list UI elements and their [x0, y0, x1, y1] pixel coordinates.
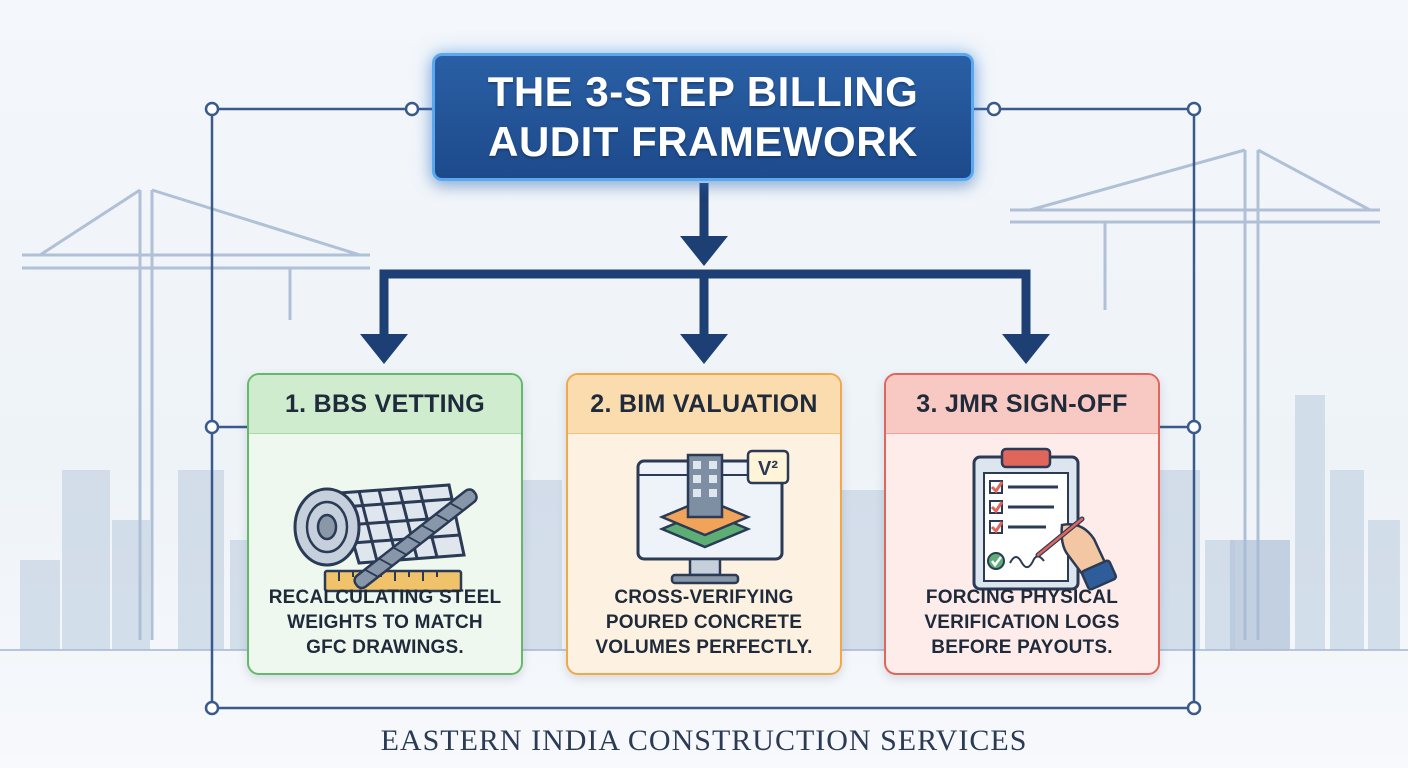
- step-heading: 2. BIM VALUATION: [568, 375, 840, 434]
- title-line-2: AUDIT FRAMEWORK: [488, 118, 918, 165]
- step-heading: 1. BBS VETTING: [249, 375, 521, 434]
- description-line: RECALCULATING STEEL: [268, 587, 502, 608]
- description-line: CROSS-VERIFYING: [614, 587, 794, 608]
- title-line-1: THE 3-STEP BILLING: [487, 68, 919, 115]
- description-line: GFC DRAWINGS.: [306, 637, 464, 658]
- volume-badge-label: V²: [758, 458, 778, 480]
- step-card-bbs-vetting: 1. BBS VETTING: [247, 373, 523, 675]
- framework-title-banner: THE 3-STEP BILLING AUDIT FRAMEWORK: [432, 53, 974, 181]
- bim-model-monitor-icon: V²: [636, 449, 790, 585]
- description-line: VOLUMES PERFECTLY.: [595, 637, 813, 658]
- clipboard-signature-icon: [972, 447, 1118, 591]
- step-heading: 3. JMR SIGN-OFF: [886, 375, 1158, 434]
- description-line: POURED CONCRETE: [605, 612, 803, 633]
- step-card-bim-valuation: 2. BIM VALUATION V² CROSS-VERIFYING POUR…: [566, 373, 842, 675]
- rebar-mesh-ruler-icon: [293, 483, 478, 593]
- company-footer: EASTERN INDIA CONSTRUCTION SERVICES: [380, 724, 1028, 757]
- description-line: WEIGHTS TO MATCH: [287, 612, 483, 633]
- step-description: RECALCULATING STEEL WEIGHTS TO MATCH GFC…: [249, 585, 521, 660]
- description-line: FORCING PHYSICAL: [925, 587, 1119, 608]
- step-description: CROSS-VERIFYING POURED CONCRETE VOLUMES …: [568, 585, 840, 660]
- description-line: BEFORE PAYOUTS.: [931, 637, 1113, 658]
- step-card-jmr-sign-off: 3. JMR SIGN-OFF FORCING PHYSICAL VERIFIC: [884, 373, 1160, 675]
- step-description: FORCING PHYSICAL VERIFICATION LOGS BEFOR…: [886, 585, 1158, 660]
- description-line: VERIFICATION LOGS: [924, 612, 1120, 633]
